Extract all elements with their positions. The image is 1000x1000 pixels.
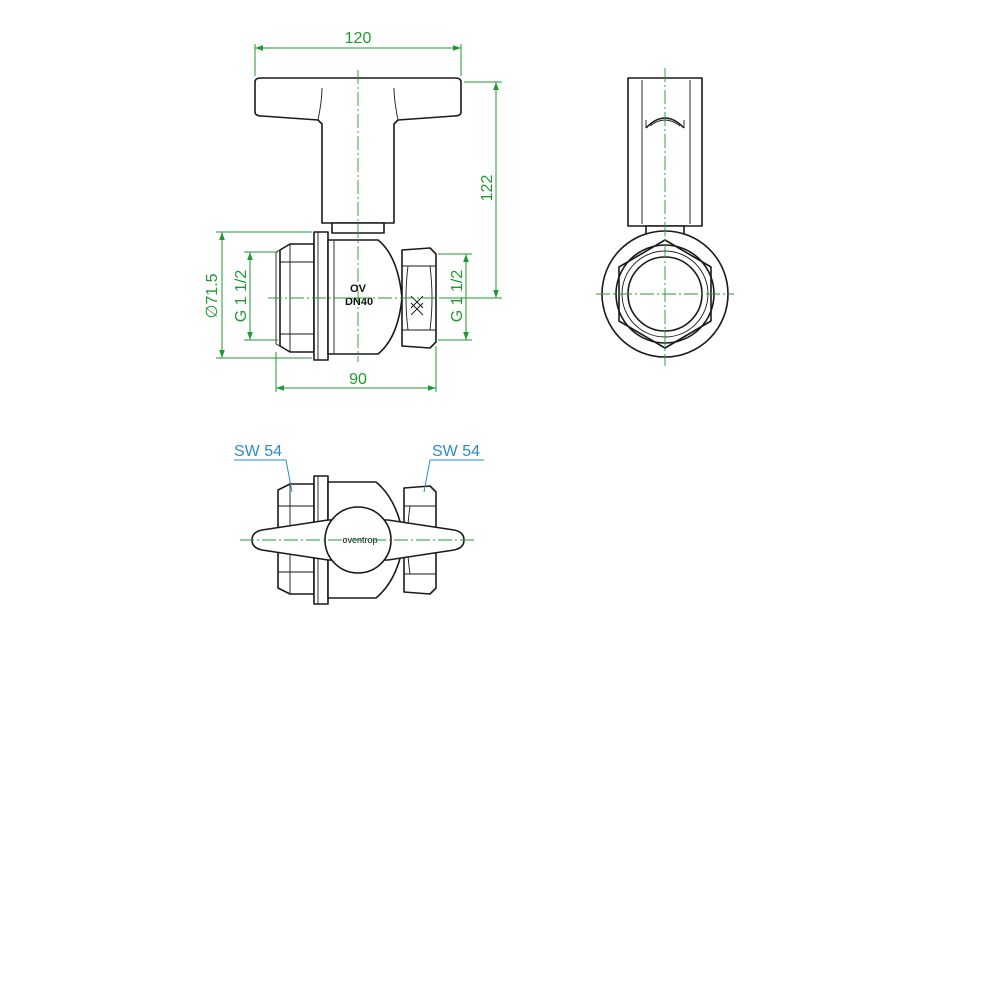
- callout-wrench-right: SW 54: [432, 443, 480, 460]
- side-view: [596, 68, 734, 366]
- dim-body-diameter: ∅71.5: [204, 273, 221, 318]
- dim-overall-height: 122: [479, 175, 496, 202]
- front-flange: [313, 231, 329, 361]
- dim-body-length: 90: [349, 371, 367, 388]
- front-handle: [254, 77, 462, 224]
- callout-wrench-left: SW 54: [234, 443, 282, 460]
- dim-thread-right: G 1 1/2: [449, 270, 466, 323]
- body-marking-line2: DN40: [345, 296, 373, 308]
- dim-thread-left: G 1 1/2: [233, 270, 250, 323]
- dim-handle-width: 120: [345, 30, 372, 47]
- body-marking-line1: OV: [350, 283, 367, 295]
- top-view: oventrop: [240, 475, 476, 605]
- top-callouts: SW 54 SW 54: [234, 443, 484, 493]
- front-view: OV DN40: [254, 70, 462, 362]
- front-dimensions: 120 122 ∅71.5 G 1 1/2 G 1 1/2 90: [204, 30, 502, 392]
